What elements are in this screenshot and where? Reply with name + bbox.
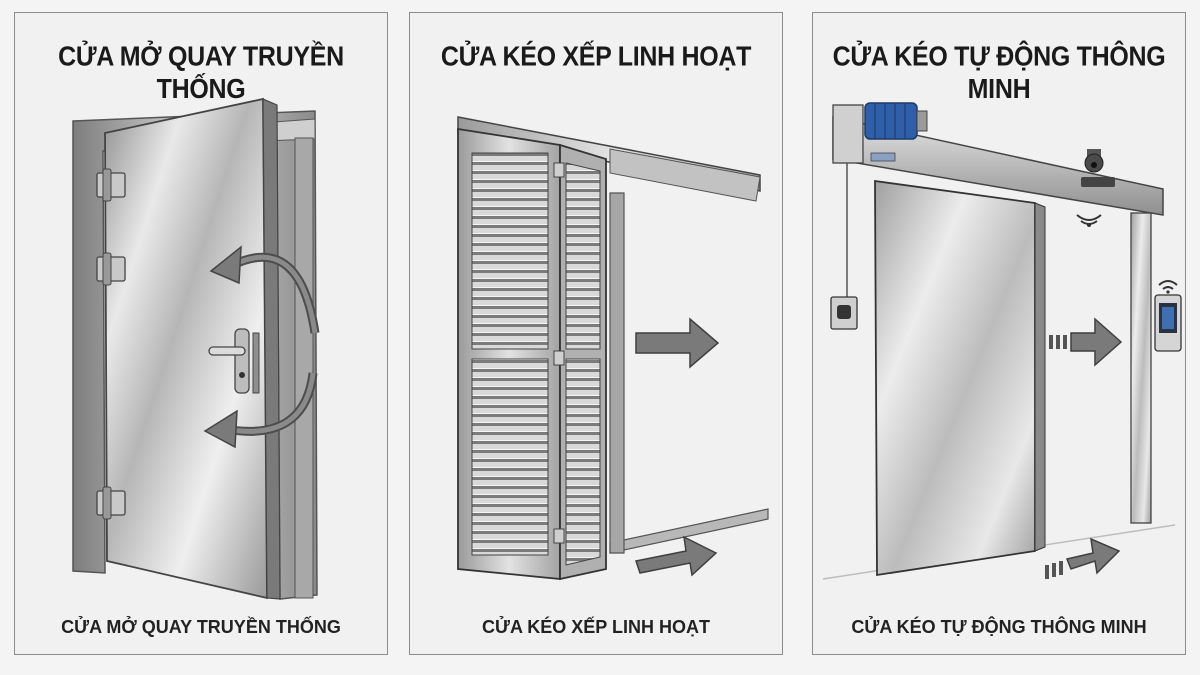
swing-arrow-icon: [209, 245, 320, 334]
swing-arrow-icon: [203, 372, 318, 449]
door-frame: [72, 110, 318, 600]
panel-swing-door: CỬA MỞ QUAY TRUYỀN THỐNG: [14, 12, 388, 655]
hinge-icon: [96, 252, 126, 286]
motor-icon: [832, 102, 928, 164]
slide-arrow-icon: [1045, 537, 1121, 579]
wifi-icon: [1158, 280, 1178, 294]
push-button-icon: [830, 296, 858, 330]
camera-icon: [1084, 149, 1104, 173]
sensor-wave-icon: [1076, 214, 1102, 227]
door-leaf: [104, 97, 281, 600]
slide-arrow-icon: [635, 317, 720, 369]
panel-folding-door: CỬA KÉO XẾP LINH HOẠT: [409, 12, 783, 655]
panel-title: CỬA KÉO TỰ ĐỘNG THÔNG MINH: [832, 41, 1166, 105]
panel-automatic-sliding-door: CỬA KÉO TỰ ĐỘNG THÔNG MINH: [812, 12, 1186, 655]
hinge-icon: [553, 162, 565, 544]
panel-caption: CỬA MỞ QUAY TRUYỀN THỐNG: [61, 617, 341, 637]
handle-icon: [208, 328, 260, 394]
automatic-door-illustration: [822, 102, 1182, 580]
top-track: [457, 116, 761, 202]
panel-caption: CỬA KÉO TỰ ĐỘNG THÔNG MINH: [851, 617, 1147, 637]
panel-caption: CỬA KÉO XẾP LINH HOẠT: [482, 617, 710, 637]
folding-panel-right: [559, 143, 607, 581]
slide-arrow-icon: [1049, 317, 1123, 367]
folding-panel-left: [457, 127, 561, 580]
hinge-icon: [96, 486, 126, 520]
door-frame-post: [1130, 212, 1152, 524]
hinge-icon: [96, 168, 126, 202]
sliding-door-leaf: [874, 179, 1046, 577]
panel-title: CỬA MỞ QUAY TRUYỀN THỐNG: [58, 41, 344, 105]
slide-arrow-icon: [635, 535, 718, 577]
folding-door-illustration: [457, 116, 769, 581]
swing-door-illustration: [72, 97, 320, 600]
bottom-track: [609, 192, 769, 554]
panel-title: CỬA KÉO XẾP LINH HOẠT: [440, 41, 752, 73]
keypad-icon: [1154, 294, 1182, 352]
